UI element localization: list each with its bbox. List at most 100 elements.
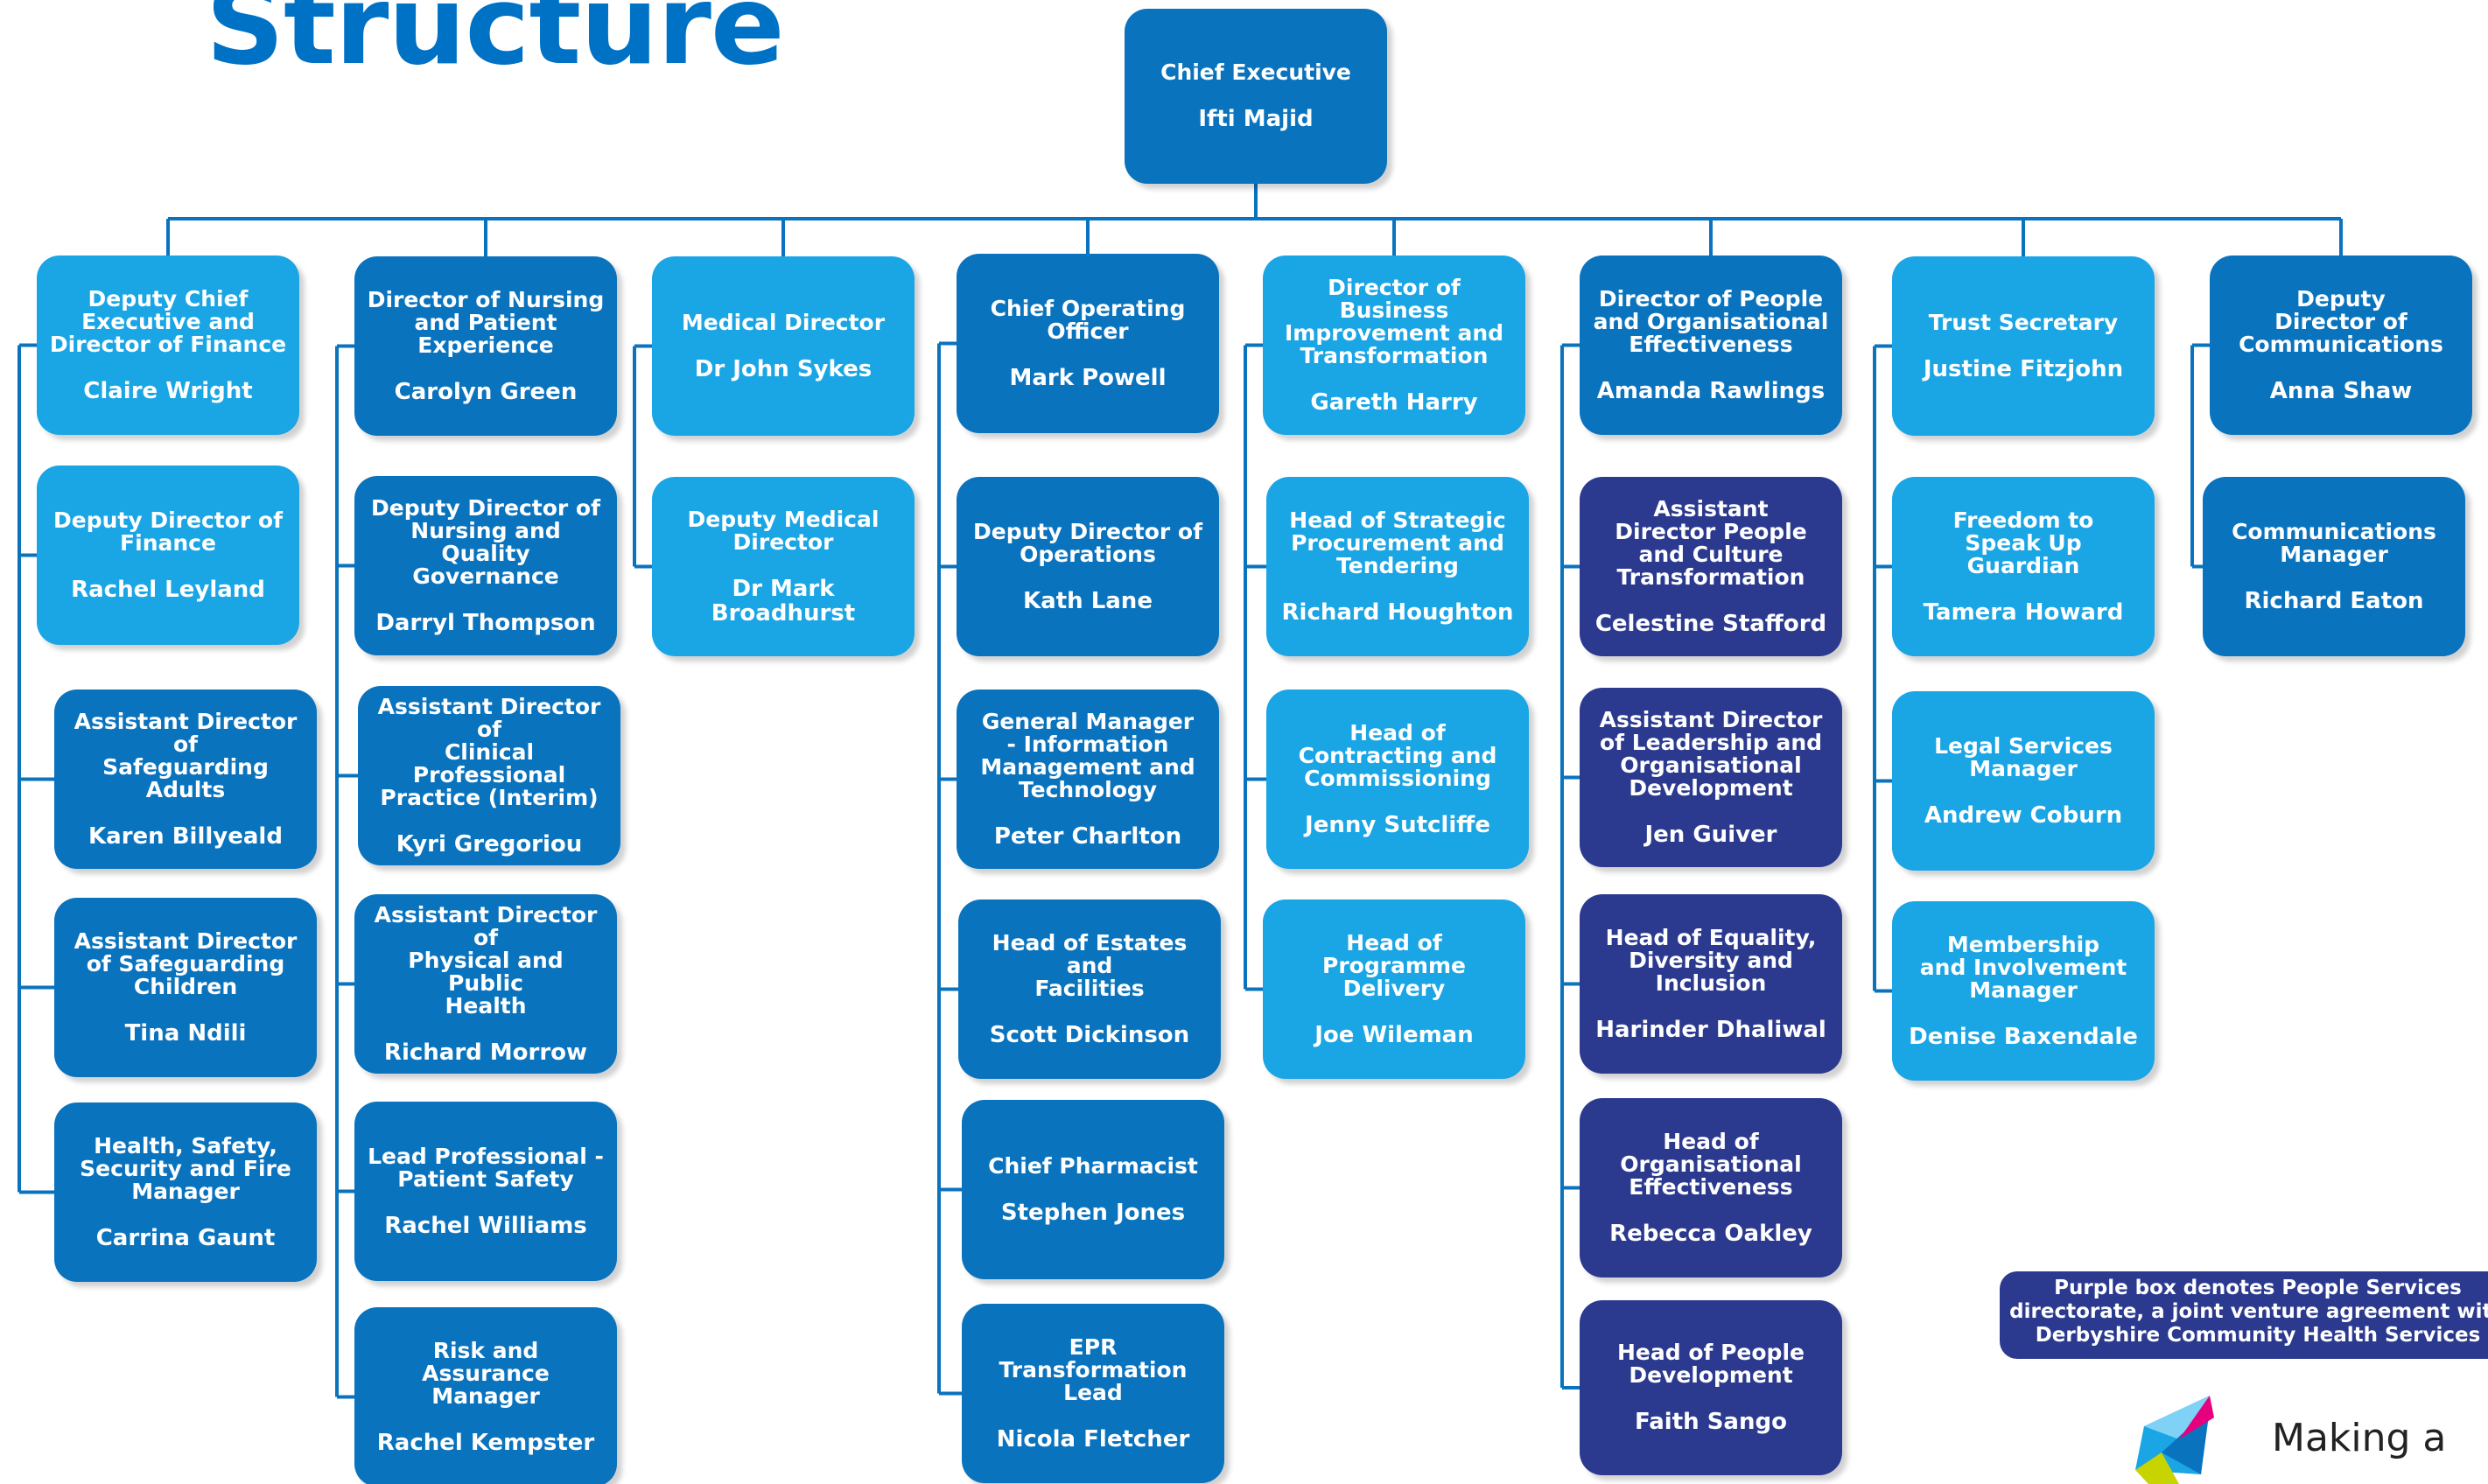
person-name: Nicola Fletcher [996, 1425, 1190, 1452]
person-name: Claire Wright [83, 377, 253, 404]
staff-box: General Manager - Information Management… [957, 690, 1219, 869]
person-name: Darryl Thompson [375, 609, 596, 636]
person-name: Richard Houghton [1281, 598, 1514, 626]
position-title: General Manager - Information Management… [980, 708, 1195, 802]
director-box: Medical Director Dr John Sykes [652, 256, 915, 436]
position-title: Head of Estates and Facilities [992, 929, 1188, 1001]
position-title: Communications Manager [2232, 518, 2436, 567]
position-title: Head of Equality, Diversity and Inclusio… [1605, 924, 1817, 996]
staff-box: Head of Equality, Diversity and Inclusio… [1580, 894, 1842, 1074]
person-name: Harinder Dhaliwal [1595, 1016, 1826, 1043]
position-title: Legal Services Manager [1934, 732, 2113, 781]
person-name: Faith Sango [1635, 1409, 1787, 1435]
position-title: Director of People and Organisational Ef… [1593, 285, 1829, 357]
person-name: Rachel Kempster [376, 1429, 595, 1456]
person-name: Mark Powell [1009, 364, 1167, 391]
position-title: Head of Programme Delivery [1322, 929, 1466, 1001]
person-name: Rachel Leyland [71, 576, 265, 603]
director-box: Director of Nursing and Patient Experien… [354, 256, 617, 436]
person-name: Denise Baxendale [1909, 1023, 2138, 1050]
position-title: Chief Pharmacist [988, 1152, 1198, 1179]
position-title: Assistant Director of Physical and Publi… [374, 901, 598, 1018]
position-title: Deputy Director of Communications [2239, 285, 2443, 357]
person-name: Joe Wileman [1314, 1021, 1474, 1048]
staff-box: Assistant Director People and Culture Tr… [1580, 477, 1842, 656]
person-name: Rebecca Oakley [1609, 1220, 1812, 1247]
director-box: Director of Business Improvement and Tra… [1263, 256, 1525, 435]
legend-note: Purple box denotes People Services direc… [2000, 1271, 2488, 1359]
staff-box: Head of Strategic Procurement and Tender… [1266, 477, 1529, 656]
person-name: Richard Morrow [383, 1039, 588, 1066]
person-name: Carrina Gaunt [95, 1224, 276, 1251]
person-name: Kyri Gregoriou [396, 830, 583, 858]
position-title: Freedom to Speak Up Guardian [1952, 507, 2094, 578]
person-name: Rachel Williams [384, 1212, 587, 1239]
person-name: Peter Charlton [993, 822, 1182, 850]
position-title: Deputy Chief Executive and Director of F… [49, 285, 287, 357]
position-title: Assistant Director of Safeguarding Child… [74, 928, 298, 999]
staff-box: Assistant Director of Clinical Professio… [358, 686, 620, 865]
person-name: Dr John Sykes [694, 355, 873, 382]
page-title: Structure [206, 0, 785, 89]
person-name: Ifti Majid [1198, 106, 1314, 132]
position-title: Deputy Director of Operations [973, 518, 1202, 567]
staff-box: Assistant Director of Leadership and Org… [1580, 688, 1842, 867]
position-title: Health, Safety, Security and Fire Manage… [80, 1132, 291, 1204]
position-title: EPR Transformation Lead [999, 1334, 1188, 1405]
staff-box: Deputy Medical Director Dr Mark Broadhurs… [652, 477, 915, 656]
position-title: Head of People Development [1617, 1340, 1805, 1388]
position-title: Deputy Medical Director [687, 506, 880, 555]
position-title: Chief Executive [1160, 60, 1351, 85]
position-title: Head of Contracting and Commissioning [1298, 719, 1497, 791]
staff-box: Assistant Director of Safeguarding Child… [54, 898, 317, 1077]
person-name: Carolyn Green [394, 378, 578, 405]
person-name: Gareth Harry [1310, 388, 1478, 416]
tagline: Making a [2272, 1416, 2447, 1460]
position-title: Head of Strategic Procurement and Tender… [1289, 507, 1506, 578]
person-name: Stephen Jones [1000, 1199, 1186, 1226]
position-title: Head of Organisational Effectiveness [1620, 1128, 1802, 1200]
position-title: Assistant Director of Clinical Professio… [377, 693, 601, 810]
position-title: Deputy Director of Finance [53, 507, 283, 556]
position-title: Membership and Involvement Manager [1919, 931, 2127, 1003]
staff-box: Assistant Director of Safeguarding Adult… [54, 690, 317, 869]
position-title: Deputy Director of Nursing and Quality G… [371, 494, 600, 589]
person-name: Karen Billyeald [88, 822, 283, 850]
person-name: Amanda Rawlings [1596, 377, 1826, 404]
person-name: Justine Fitzjohn [1923, 355, 2124, 382]
person-name: Tina Ndili [124, 1019, 247, 1046]
person-name: Andrew Coburn [1924, 802, 2123, 829]
staff-box: Assistant Director of Physical and Publi… [354, 894, 617, 1074]
position-title: Lead Professional - Patient Safety [368, 1143, 604, 1192]
trust-logo-icon [2135, 1396, 2214, 1484]
position-title: Medical Director [681, 309, 886, 335]
position-title: Assistant Director People and Culture Tr… [1615, 495, 1807, 590]
position-title: Chief Operating Officer [990, 295, 1186, 344]
person-name: Dr Mark Broadhurst [711, 575, 856, 626]
director-box: Director of People and Organisational Ef… [1580, 256, 1842, 435]
person-name: Jenny Sutcliffe [1305, 811, 1490, 838]
person-name: Tamera Howard [1923, 598, 2124, 626]
person-name: Anna Shaw [2269, 377, 2413, 404]
person-name: Kath Lane [1023, 587, 1153, 614]
position-title: Assistant Director of Leadership and Org… [1599, 706, 1823, 801]
person-name: Richard Eaton [2244, 587, 2424, 614]
